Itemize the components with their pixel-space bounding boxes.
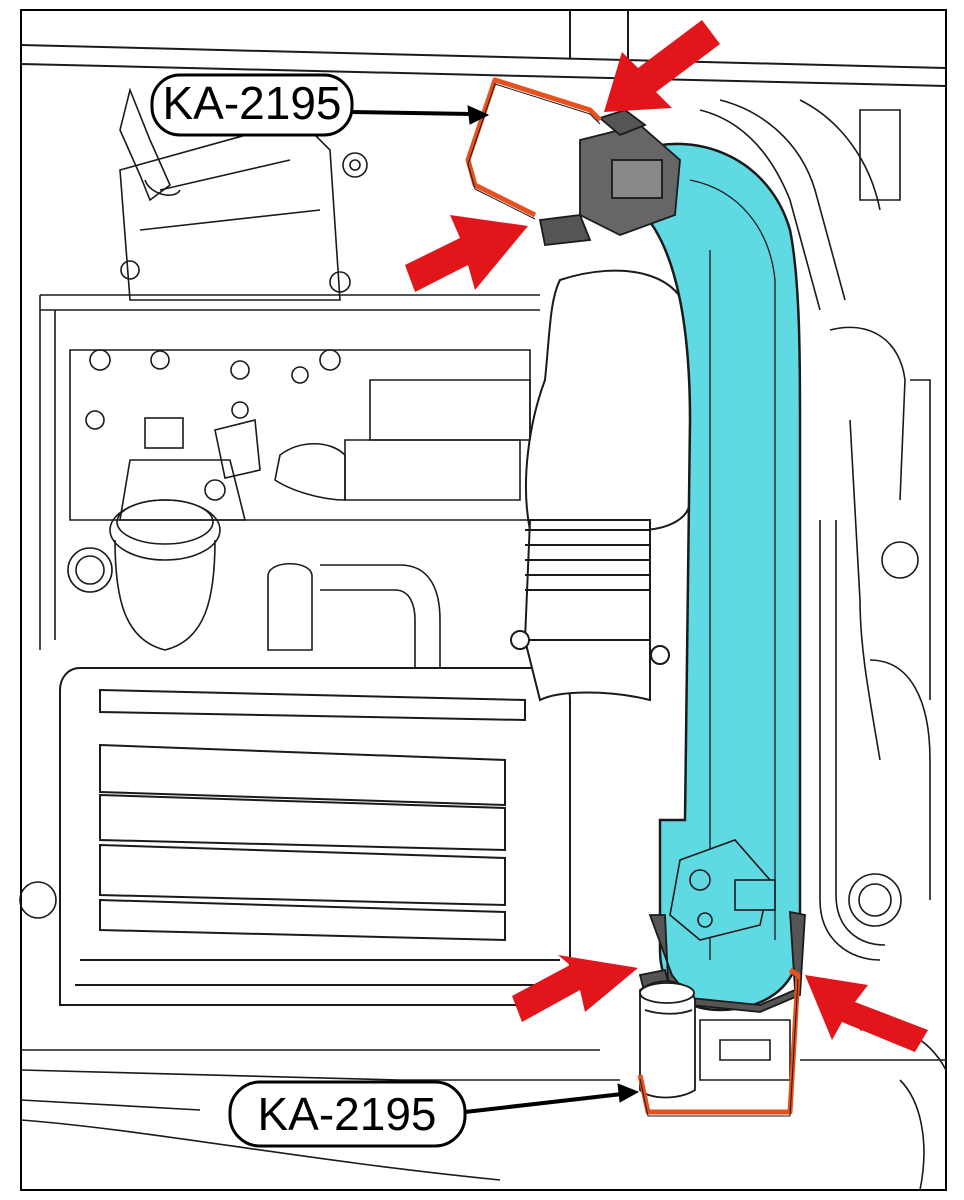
- hose-sensor: [669, 839, 776, 941]
- callout-lower-label: KA-2195: [257, 1088, 436, 1140]
- lower-coupling: [639, 980, 696, 1099]
- callout-lower-box: [228, 1080, 467, 1148]
- engine-background-lines: [19, 87, 947, 1191]
- hood-edge: [20, 10, 947, 87]
- arrow-bottom-right: [805, 975, 928, 1052]
- callout-lower: KA-2195: [228, 1080, 467, 1148]
- upper-hose-clamp: [538, 109, 681, 246]
- callout-upper-label: KA-2195: [162, 77, 341, 129]
- arrow-bottom-left: [512, 955, 638, 1022]
- callout-leaders: [351, 105, 640, 1114]
- intake-boot: [510, 269, 691, 702]
- callout-upper-box: [150, 73, 354, 137]
- air-filter-box: [59, 667, 571, 1006]
- charge-air-hose: [638, 142, 802, 1012]
- charge-air-hose-body: [638, 142, 802, 1012]
- callout-upper: KA-2195: [150, 73, 354, 137]
- arrow-top-right: [604, 20, 720, 112]
- tool-ka2195-upper: [465, 77, 602, 218]
- arrow-mid-left: [405, 215, 528, 292]
- red-arrows: [405, 20, 928, 1052]
